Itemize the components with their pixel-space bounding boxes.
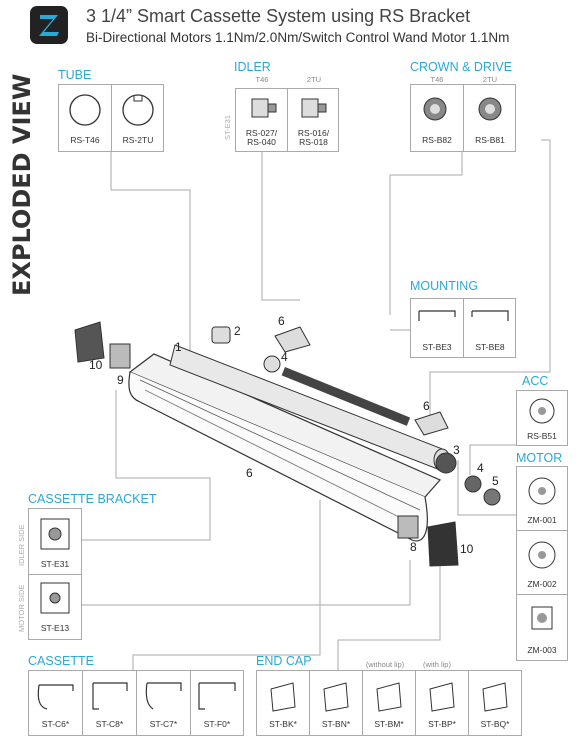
acc-panel: RS-B51 xyxy=(516,390,568,446)
parts-drawings xyxy=(74,321,501,567)
crown-variant-2tu: 2TU xyxy=(482,75,498,84)
cassette-profile-drawing xyxy=(128,353,441,542)
callout-4-right: 4 xyxy=(477,461,484,475)
endcap-connector-line xyxy=(337,560,441,672)
crown-drive-title: CROWN & DRIVE xyxy=(410,60,513,74)
callout-4: 4 xyxy=(281,350,288,364)
end-cap-item-stbq: ST-BQ* xyxy=(469,671,521,735)
crown-variant-t46: T46 xyxy=(430,75,444,84)
crown-item-rsb82: RS-B82 xyxy=(411,85,464,151)
crown-connector-line xyxy=(389,152,463,315)
cassette-bracket-item-ste13: ST-E13 xyxy=(29,575,81,639)
cassette-item-stc8: ST-C8* xyxy=(83,671,137,735)
end-cap-note-without-lip: (without lip) xyxy=(365,660,405,669)
mounting-title: MOUNTING xyxy=(410,279,479,293)
page-subtitle: Bi-Directional Motors 1.1Nm/2.0Nm/Switch… xyxy=(86,30,510,45)
tube-item-t46: RS-T46 xyxy=(59,85,112,151)
mounting-item-stbe3: ST-BE3 xyxy=(411,299,464,357)
motor-panel: ZM-001 ZM-002 ZM-003 xyxy=(516,466,568,661)
idler-title: IDLER xyxy=(234,60,271,74)
end-cap-item-stbn: ST-BN* xyxy=(310,671,363,735)
callout-6: 6 xyxy=(278,314,285,328)
idler-variant-2tu: 2TU xyxy=(306,75,322,84)
cassette-title: CASSETTE xyxy=(28,654,94,668)
cassette-bracket-panel: ST-E31 ST-E13 xyxy=(28,508,82,640)
callout-5: 5 xyxy=(492,474,499,488)
end-cap-title: END CAP xyxy=(256,654,312,668)
acc-title: ACC xyxy=(522,374,549,388)
idler-side-label: IDLER SIDE xyxy=(17,524,26,566)
callout-10-right: 10 xyxy=(460,542,474,556)
crown-item-rsb81: RS-B81 xyxy=(464,85,516,151)
idler-item-rs016: RS-016/RS-018 xyxy=(288,89,339,151)
mounting-panel: ST-BE3 ST-BE8 xyxy=(410,298,516,358)
tube-title: TUBE xyxy=(58,68,92,82)
crown-drive-panel: RS-B82 RS-B81 xyxy=(410,84,516,152)
callout-6-cassette: 6 xyxy=(246,466,253,480)
cassette-bracket-motor-line xyxy=(80,560,411,606)
motor-drawing xyxy=(281,366,411,426)
mounting-item-stbe8: ST-BE8 xyxy=(464,299,516,357)
idler-variant-t46: T46 xyxy=(255,75,269,84)
motor-item-zm003: ZM-003 xyxy=(517,595,567,660)
callout-9: 9 xyxy=(117,373,124,387)
brand-logo xyxy=(30,6,68,44)
tube-panel: RS-T46 RS-2TU xyxy=(58,84,164,152)
crown-drive-side-line xyxy=(429,139,551,420)
motor-item-zm002: ZM-002 xyxy=(517,531,567,595)
motor-side-label: MOTOR SIDE xyxy=(17,584,26,632)
idler-item-rs027: RS-027/RS-040 xyxy=(236,89,288,151)
idler-side-code: ST-E31 xyxy=(223,114,232,140)
end-cap-item-stbm: ST-BM* xyxy=(363,671,416,735)
motor-title: MOTOR xyxy=(516,451,563,465)
end-cap-panel: ST-BK* ST-BN* ST-BM* ST-BP* ST-BQ* xyxy=(256,670,522,736)
z-logo-icon xyxy=(39,15,59,36)
end-cap-item-stbp: ST-BP* xyxy=(416,671,469,735)
cassette-connector-line xyxy=(132,500,321,672)
end-cap-item-stbk: ST-BK* xyxy=(257,671,310,735)
idler-panel: RS-027/RS-040 RS-016/RS-018 xyxy=(235,88,339,152)
end-cap-note-with-lip: (with lip) xyxy=(423,660,451,669)
cassette-panel: ST-C6* ST-C8* ST-C7* ST-F0* xyxy=(28,670,244,736)
cassette-bracket-connector-line xyxy=(80,390,211,541)
cassette-item-stc6: ST-C6* xyxy=(29,671,83,735)
cassette-bracket-item-ste31: ST-E31 xyxy=(29,509,81,575)
callout-2: 2 xyxy=(234,324,241,338)
cassette-item-stf0: ST-F0* xyxy=(191,671,243,735)
motor-connector-line xyxy=(457,460,516,516)
callout-10: 10 xyxy=(89,358,103,372)
page-title: 3 1/4” Smart Cassette System using RS Br… xyxy=(86,6,471,26)
motor-item-zm001: ZM-001 xyxy=(517,467,567,531)
callout-3: 3 xyxy=(453,443,460,457)
cassette-item-stc7: ST-C7* xyxy=(137,671,191,735)
callout-1: 1 xyxy=(175,340,182,354)
idler-connector-line xyxy=(261,152,300,301)
acc-item-rsb51: RS-B51 xyxy=(517,391,567,445)
callout-6-right: 6 xyxy=(423,399,430,413)
callout-8: 8 xyxy=(410,540,417,554)
cassette-bracket-title: CASSETTE BRACKET xyxy=(28,492,157,506)
tube-connector-line xyxy=(110,152,191,355)
tube-item-2tu: RS-2TU xyxy=(112,85,164,151)
